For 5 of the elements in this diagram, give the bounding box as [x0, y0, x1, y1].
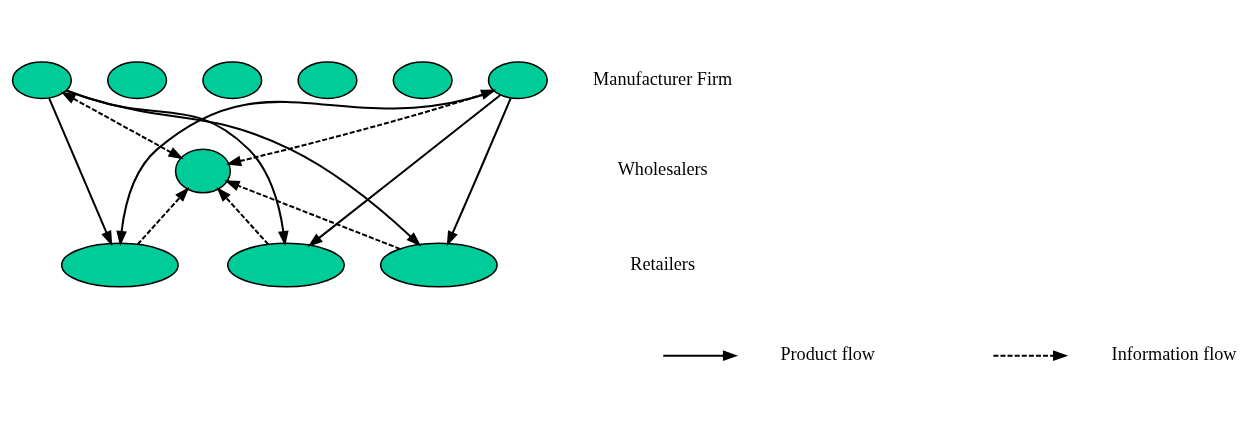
label: Retailers — [630, 253, 696, 274]
legend-label: Information flow — [1111, 344, 1237, 365]
label: Manufacturer Firm — [593, 68, 733, 89]
label: Wholesalers — [617, 159, 708, 180]
legend-label: Product flow — [780, 344, 876, 365]
